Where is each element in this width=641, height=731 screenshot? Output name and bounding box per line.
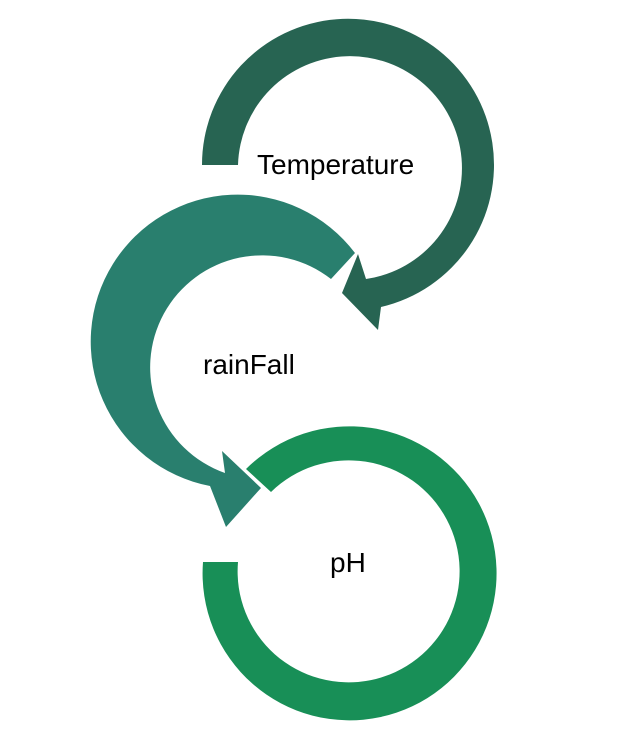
rainfall-ring (90, 194, 355, 527)
temperature-label: Temperature (257, 149, 415, 180)
ph-label: pH (330, 547, 366, 578)
rainfall-label: rainFall (203, 349, 295, 380)
